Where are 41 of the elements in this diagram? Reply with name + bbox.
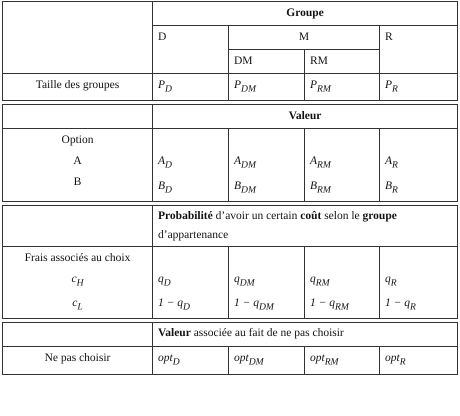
math-symbol: opt$_{R}$ [385,351,407,370]
row-heading: Option [60,133,94,148]
row-heading: B [72,175,82,190]
math-symbol: B$_{D}$ [158,178,173,197]
math-symbol: opt$_{DM}$ [234,351,265,370]
math-symbol: q$_{DM}$ [234,272,256,290]
row-heading: A [72,154,83,170]
math-symbol: B$_{R}$ [385,178,399,197]
description-text: RM [310,54,329,69]
math-symbol: P$_{R}$ [385,78,399,96]
math-symbol: c$_{L}$ [71,296,84,314]
math-symbol: P$_{RM}$ [310,78,332,96]
description-text: Valeur associée au fait de ne pas choisir [158,326,345,342]
math-symbol: P$_{DM}$ [234,78,258,96]
math-symbol: P$_{D}$ [158,78,173,96]
math-symbol: 1 − q$_{R}$ [385,296,417,314]
math-symbol: q$_{R}$ [385,272,398,290]
math-symbol: 1 − q$_{RM}$ [310,296,350,314]
description-text: Probabilité d’avoir un certain coût selon le groupe d’appartenance [158,208,398,243]
row-heading: M [298,30,310,45]
math-symbol: 1 − q$_{D}$ [158,296,191,314]
math-symbol: opt$_{D}$ [158,351,181,370]
math-symbol: q$_{D}$ [158,272,172,290]
math-symbol: opt$_{RM}$ [310,351,340,370]
math-symbol: A$_{DM}$ [234,154,258,173]
math-symbol: B$_{RM}$ [310,178,332,197]
math-symbol: A$_{R}$ [385,154,399,173]
math-symbol: A$_{D}$ [158,154,173,173]
column-heading: Valeur [288,109,322,124]
column-heading: Groupe [285,6,325,21]
row-heading: Frais associés au choix [24,250,132,266]
math-symbol: B$_{DM}$ [234,178,258,197]
row-heading: Ne pas choisir [44,351,112,366]
description-text: D [158,30,168,45]
math-symbol: 1 − q$_{DM}$ [234,296,276,314]
description-text: R [385,30,394,45]
math-symbol: c$_{H}$ [70,272,85,290]
row-heading: Taille des groupes [34,78,120,93]
description-text: DM [234,54,254,69]
math-symbol: A$_{RM}$ [310,154,332,173]
math-symbol: q$_{RM}$ [310,272,331,290]
